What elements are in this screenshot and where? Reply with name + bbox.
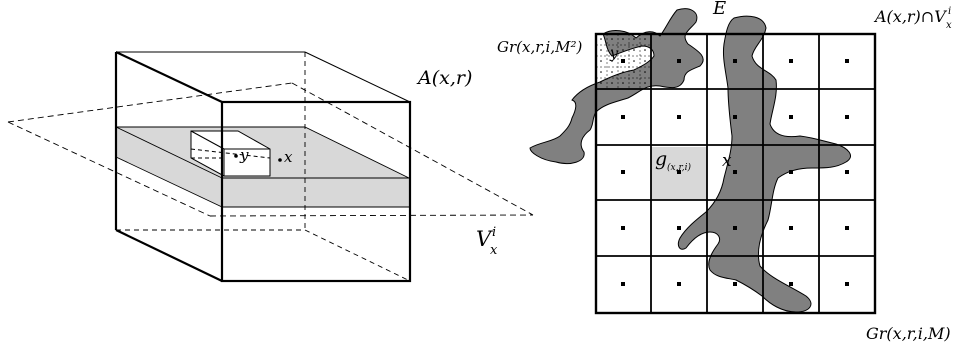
- label-cube: A(x,r): [416, 67, 472, 89]
- label-cap-sup: i: [948, 6, 951, 17]
- cube-diagram: A(x,r) y x V i x: [7, 51, 534, 283]
- plane-v-dashed: [7, 82, 534, 217]
- label-cap-sub: x: [946, 20, 952, 31]
- label-cell-g: g: [655, 148, 667, 170]
- point-x: [278, 158, 282, 162]
- fine-grid-dots: [600, 38, 646, 84]
- label-coarse-grid: Gr(x,r,i,M): [866, 324, 951, 343]
- label-center-x: x: [722, 151, 732, 171]
- cube-hidden-edges: [116, 52, 411, 282]
- coarse-grid: [594, 32, 877, 315]
- label-cell-g-sub: (x,r,i): [667, 162, 692, 173]
- label-cap: A(x,r)∩V: [873, 7, 947, 26]
- grid-diagram: E A(x,r)∩V i x Gr(x,r,i,M²) y g (x,r,i) …: [497, 0, 952, 343]
- label-y: y: [239, 146, 249, 164]
- label-plane-v-sup: i: [492, 225, 496, 240]
- small-box: [190, 130, 271, 177]
- cube-edges: [114, 51, 412, 283]
- point-y: [234, 154, 238, 158]
- label-set-e: E: [712, 0, 726, 19]
- label-x: x: [284, 148, 293, 166]
- label-fine-grid: Gr(x,r,i,M²): [497, 38, 582, 56]
- cell-centers: [621, 59, 849, 286]
- label-plane-v-sub: x: [490, 243, 498, 258]
- label-plane-v: V: [476, 227, 493, 251]
- label-fine-y: y: [609, 46, 619, 62]
- fine-grid: [596, 34, 651, 89]
